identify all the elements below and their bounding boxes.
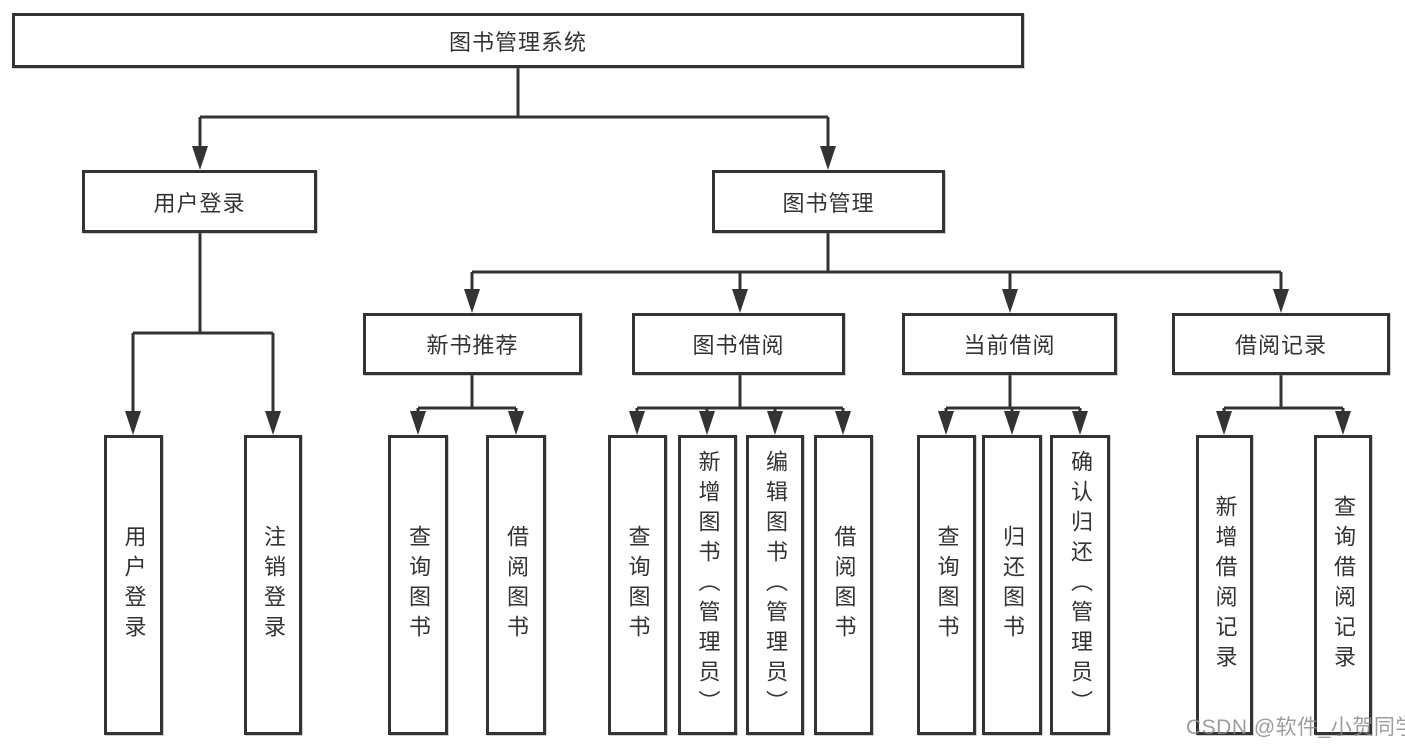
node-label: 图书管理 — [782, 190, 875, 216]
leaf-query-books-current: 查询图书 — [917, 435, 976, 735]
node-new-book-recommend: 新书推荐 — [363, 313, 582, 375]
node-label: 图书借阅 — [692, 333, 785, 358]
node-current-borrowing: 当前借阅 — [902, 313, 1117, 375]
node-book-management: 图书管理 — [712, 170, 945, 233]
node-user-login: 用户登录 — [82, 170, 317, 233]
leaf-add-borrow-record: 新增借阅记录 — [1196, 435, 1253, 735]
node-label: 用户登录 — [121, 525, 147, 645]
node-label: 借阅图书 — [504, 525, 529, 645]
node-label: 借阅图书 — [831, 525, 857, 645]
node-label: 查询图书 — [406, 525, 431, 645]
leaf-logout: 注销登录 — [244, 435, 302, 735]
csdn-watermark: CSDN @软件_小贺同学 — [1186, 716, 1405, 739]
node-label: 新增借阅记录 — [1212, 495, 1238, 675]
node-label: 当前借阅 — [963, 333, 1056, 358]
leaf-borrow-books: 借阅图书 — [814, 435, 873, 735]
leaf-confirm-return-admin: 确认归还（管理员） — [1050, 435, 1110, 735]
leaf-return-books: 归还图书 — [982, 435, 1042, 735]
node-label: 注销登录 — [261, 525, 286, 645]
node-label: 新书推荐 — [426, 333, 519, 358]
leaf-borrow-books-recommend: 借阅图书 — [486, 435, 546, 735]
node-label: 图书管理系统 — [448, 29, 587, 55]
node-label: 确认归还（管理员） — [1068, 450, 1093, 720]
arrowheads — [125, 146, 1351, 435]
node-label: 查询图书 — [934, 525, 960, 645]
node-book-borrowing: 图书借阅 — [632, 313, 845, 375]
node-root-library-system: 图书管理系统 — [12, 13, 1024, 68]
node-label: 查询图书 — [625, 525, 651, 645]
node-label: 查询借阅记录 — [1331, 495, 1356, 675]
leaf-query-books-recommend: 查询图书 — [388, 435, 448, 735]
leaf-query-books-borrowing: 查询图书 — [608, 435, 667, 735]
leaf-user-login: 用户登录 — [104, 435, 163, 735]
node-label: 新增图书（管理员） — [695, 450, 721, 720]
leaf-add-books-admin: 新增图书（管理员） — [678, 435, 737, 735]
node-label: 借阅记录 — [1234, 333, 1327, 358]
node-label: 编辑图书（管理员） — [763, 450, 788, 720]
leaf-query-borrow-record: 查询借阅记录 — [1314, 435, 1372, 735]
node-label: 用户登录 — [153, 190, 246, 216]
leaf-edit-books-admin: 编辑图书（管理员） — [746, 435, 804, 735]
node-borrow-records: 借阅记录 — [1172, 313, 1390, 375]
node-label: 归还图书 — [1000, 525, 1025, 645]
